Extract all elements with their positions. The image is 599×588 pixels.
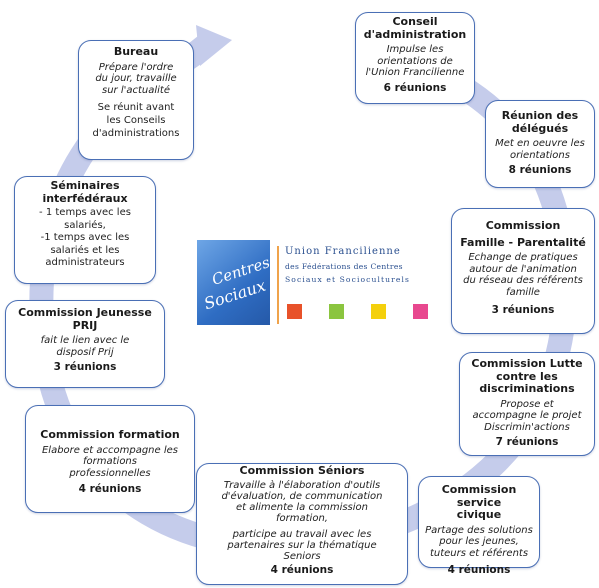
desc-line: tuteurs et référents xyxy=(429,547,529,559)
desc-line: formations xyxy=(83,456,137,467)
desc-line: Travaille à l'élaboration d'outils xyxy=(223,479,381,491)
box-commission-formation: Commission formation Elabore et accompag… xyxy=(25,405,195,513)
swatch-orange xyxy=(287,304,302,319)
box-description: Echange de pratiques autour de l'animati… xyxy=(456,252,590,298)
desc-line: professionnelles xyxy=(69,467,151,479)
desc-line: orientations de xyxy=(377,55,453,67)
box-description: Travaille à l'élaboration d'outils d'éva… xyxy=(201,480,403,562)
box-title: Réunion des xyxy=(501,109,579,122)
box-title: discriminations xyxy=(479,382,575,395)
desc-line: formation, xyxy=(276,512,328,524)
desc-line: salariés et les xyxy=(50,244,120,256)
box-bureau: Bureau Prépare l'ordre du jour, travaill… xyxy=(78,40,194,160)
box-commission-seniors: Commission Séniors Travaille à l'élabora… xyxy=(196,463,408,585)
desc-line: salariés, xyxy=(64,219,106,231)
box-description: Partage des solutions pour les jeunes, t… xyxy=(423,525,535,560)
box-reunion-delegues: Réunion des délégués Met en oeuvre les o… xyxy=(485,100,595,188)
arrow-head xyxy=(196,25,232,66)
center-logo-block: Centres Sociaux Union Francilienne des F… xyxy=(197,238,437,328)
box-title: d'administration xyxy=(363,27,467,41)
desc-line: administrateurs xyxy=(45,257,125,268)
box-title: Commission xyxy=(485,219,561,232)
meeting-count: 3 réunions xyxy=(53,361,117,373)
desc-line: Impulse les xyxy=(386,44,444,55)
box-description: - 1 temps avec les salariés, -1 temps av… xyxy=(19,207,151,270)
desc-line: Propose et xyxy=(500,398,554,410)
desc-line: et alimente la commission xyxy=(235,501,369,513)
box-title: Commission Lutte xyxy=(471,357,583,370)
desc-line: autour de l'animation xyxy=(469,263,577,275)
desc-line: accompagne le projet xyxy=(472,410,582,421)
box-description: Met en oeuvre les orientations xyxy=(490,138,590,161)
desc-line: Elabore et accompagne les xyxy=(41,444,178,456)
desc-line: l'Union Francilienne xyxy=(365,67,465,78)
box-description: Elabore et accompagne les formations pro… xyxy=(30,445,190,480)
box-title: Famille - Parentalité xyxy=(460,235,586,249)
box-title: interfédéraux xyxy=(42,191,128,205)
desc-line: partenaires sur la thématique xyxy=(227,539,377,551)
box-title: délégués xyxy=(511,121,569,135)
box-commission-discriminations: Commission Lutte contre les discriminati… xyxy=(459,352,595,456)
note-line: les Conseils xyxy=(106,115,166,126)
desc-line: Seniors xyxy=(283,550,321,562)
box-note: Se réunit avant les Conseils d'administr… xyxy=(83,101,189,140)
org-name-line-3: Sociaux et Socioculturels xyxy=(285,275,411,284)
meeting-count: 7 réunions xyxy=(495,436,559,448)
desc-line: du jour, travaille xyxy=(95,73,177,84)
swatch-pink xyxy=(413,304,428,319)
box-title: Commission formation xyxy=(40,428,180,441)
box-seminaires-interfederaux: Séminaires interfédéraux - 1 temps avec … xyxy=(14,176,156,284)
box-description: Prépare l'ordre du jour, travaille sur l… xyxy=(83,62,189,97)
swatch-yellow xyxy=(371,304,386,319)
desc-line: famille xyxy=(506,286,540,298)
box-title: Commission service xyxy=(441,483,517,509)
box-conseil-administration: Conseil d'administration Impulse les ori… xyxy=(355,12,475,104)
desc-line: participe au travail avec les xyxy=(232,528,372,540)
meeting-count: 3 réunions xyxy=(491,304,555,316)
desc-line: Met en oeuvre les xyxy=(495,138,585,149)
desc-line: - 1 temps avec les xyxy=(39,207,131,218)
box-title: Commission Jeunesse xyxy=(18,306,152,319)
box-commission-service-civique: Commission service civique Partage des s… xyxy=(418,476,540,576)
box-title: Conseil xyxy=(392,15,438,28)
box-title: Séminaires xyxy=(50,179,120,192)
box-title: contre les xyxy=(496,369,558,383)
desc-line: disposif Prij xyxy=(56,346,114,358)
desc-line: Partage des solutions xyxy=(425,524,533,536)
meeting-count: 4 réunions xyxy=(270,563,334,576)
centres-sociaux-logo: Centres Sociaux xyxy=(197,240,270,325)
box-description: fait le lien avec le disposif Prij xyxy=(10,335,160,358)
desc-line: pour les jeunes, xyxy=(439,536,519,547)
meeting-count: 8 réunions xyxy=(508,164,572,176)
box-description: Propose et accompagne le projet Discrimi… xyxy=(464,399,590,434)
box-commission-jeunesse: Commission Jeunesse PRIJ fait le lien av… xyxy=(5,300,165,388)
note-line: Se réunit avant xyxy=(97,102,175,113)
desc-line: d'évaluation, de communication xyxy=(221,490,383,502)
box-title: Commission Séniors xyxy=(239,464,365,477)
box-title: Bureau xyxy=(113,45,159,58)
meeting-count: 4 réunions xyxy=(447,564,511,576)
desc-line: Prépare l'ordre xyxy=(98,61,174,73)
swatch-green xyxy=(329,304,344,319)
note-line: d'administrations xyxy=(92,128,180,139)
desc-line: Discrimin'actions xyxy=(484,421,570,433)
box-description: Impulse les orientations de l'Union Fran… xyxy=(360,44,470,79)
box-title: PRIJ xyxy=(72,318,98,332)
organization-name: Union Francilienne des Fédérations des C… xyxy=(285,246,410,284)
meeting-count: 4 réunions xyxy=(78,483,142,495)
box-title: civique xyxy=(456,508,502,521)
meeting-count: 6 réunions xyxy=(383,81,447,94)
org-name-line-2: des Fédérations des Centres xyxy=(285,262,403,271)
box-commission-famille: Commission Famille - Parentalité Echange… xyxy=(451,208,595,334)
org-name-line-1: Union Francilienne xyxy=(285,246,401,257)
desc-line: fait le lien avec le xyxy=(40,335,130,346)
desc-line: orientations xyxy=(510,149,570,161)
desc-line: Echange de pratiques xyxy=(468,252,578,263)
desc-line: sur l'actualité xyxy=(101,84,170,96)
desc-line: du réseau des référents xyxy=(463,275,583,286)
desc-line: -1 temps avec les xyxy=(40,232,130,243)
logo-separator xyxy=(277,246,279,324)
